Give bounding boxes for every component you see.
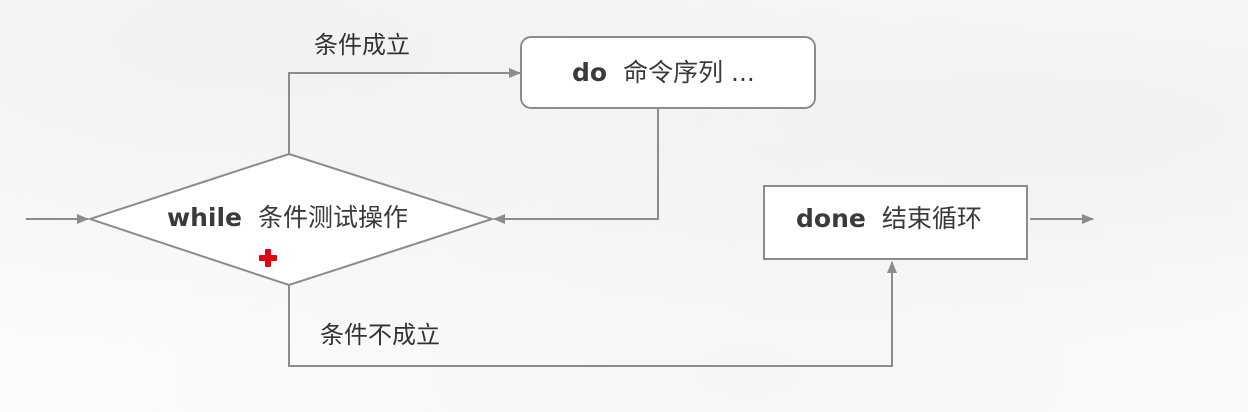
done-node-text: done 结束循环 xyxy=(796,206,982,231)
do-keyword: do xyxy=(572,58,608,87)
done-box xyxy=(763,185,1028,260)
false-branch-arrow xyxy=(288,261,897,367)
do-node-text: do 命令序列 ... xyxy=(572,60,755,85)
do-description: 命令序列 ... xyxy=(623,58,755,87)
done-description: 结束循环 xyxy=(881,204,982,233)
true-branch-label: 条件成立 xyxy=(314,31,410,59)
false-branch-label: 条件不成立 xyxy=(320,321,440,349)
plus-marker-icon xyxy=(259,249,277,267)
true-branch-arrow xyxy=(288,68,521,154)
while-node-text: while 条件测试操作 xyxy=(167,205,408,230)
while-keyword: while xyxy=(167,203,242,232)
done-keyword: done xyxy=(796,204,866,233)
while-description: 条件测试操作 xyxy=(258,203,409,232)
do-box xyxy=(520,36,816,109)
loop-back-arrow xyxy=(493,109,659,224)
